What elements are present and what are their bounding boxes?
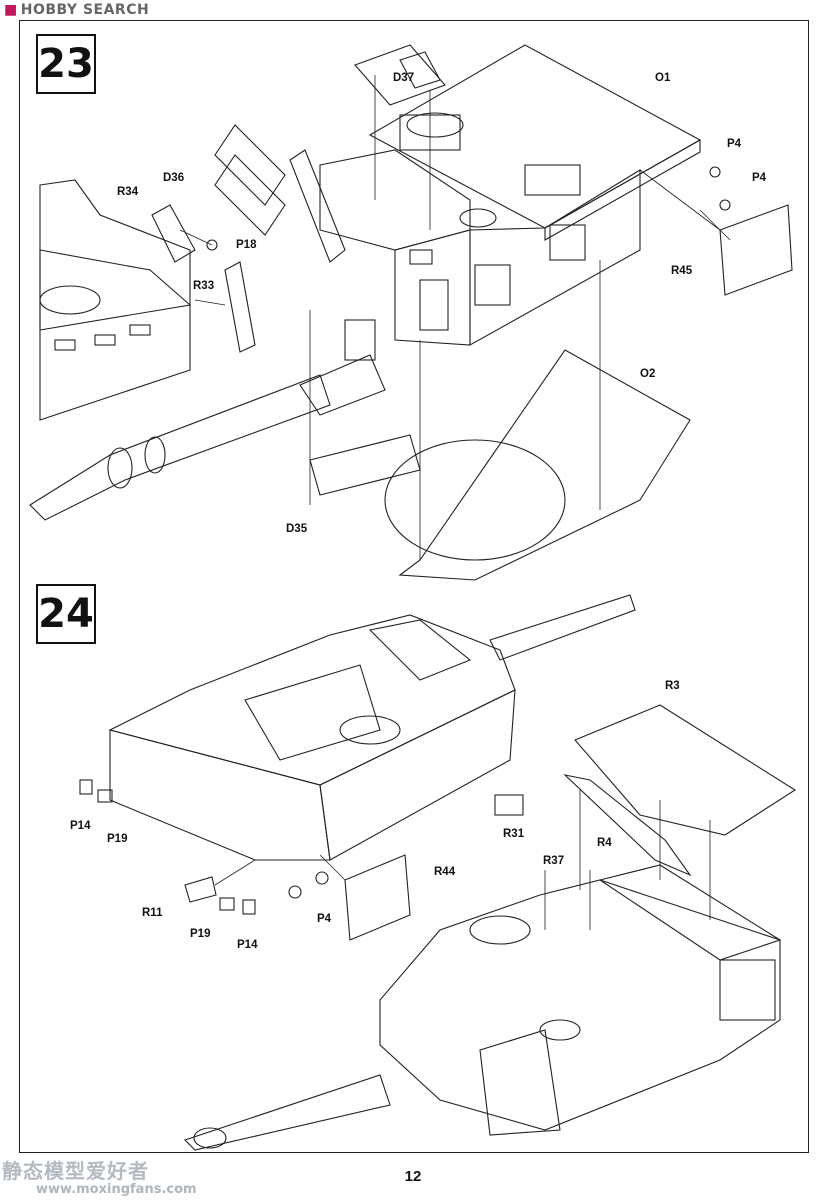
hobbysearch-logo: ■HOBBY SEARCH xyxy=(4,2,149,18)
part-d36-panels xyxy=(214,124,346,263)
part-r33 xyxy=(224,261,256,353)
label-p18: P18 xyxy=(236,239,257,251)
label-p19-bottom: P19 xyxy=(190,928,211,940)
label-p19-left: P19 xyxy=(107,833,128,845)
label-r11: R11 xyxy=(142,907,163,919)
part-d37-frame xyxy=(354,44,446,106)
label-p4: P4 xyxy=(317,913,332,925)
part-p19-a xyxy=(97,789,113,803)
part-p4-a xyxy=(709,166,721,178)
part-turret-assembled-bottom xyxy=(183,864,782,1151)
part-p14-b xyxy=(242,899,256,915)
part-o2-floor-plate xyxy=(309,349,691,581)
part-r34 xyxy=(151,204,196,263)
label-p14-bottom: P14 xyxy=(237,939,258,951)
watermark-url: www.moxingfans.com xyxy=(36,1182,197,1197)
logo-mark-icon: ■ xyxy=(4,2,18,18)
logo-brand: HOBBY xyxy=(20,2,78,18)
part-gun-barrel xyxy=(29,319,386,521)
step-24-badge: 24 xyxy=(36,584,96,644)
watermark-chinese: 静态模型爱好者 xyxy=(2,1159,149,1183)
label-r33: R33 xyxy=(193,280,215,292)
part-p4-d xyxy=(315,871,329,885)
label-o1: O1 xyxy=(655,72,671,84)
label-d35: D35 xyxy=(286,523,308,535)
part-p4-c xyxy=(288,885,302,899)
step24-leader-lines xyxy=(214,790,711,930)
logo-suffix: SEARCH xyxy=(82,2,150,18)
watermark: 静态模型爱好者 www.moxingfans.com xyxy=(2,1155,197,1197)
label-r3: R3 xyxy=(665,680,680,692)
part-turret-assembled-top xyxy=(108,594,636,861)
part-r45 xyxy=(719,204,793,296)
part-p4-b xyxy=(719,199,731,211)
part-r11 xyxy=(184,876,217,903)
label-p4-lower: P4 xyxy=(752,172,767,184)
label-r34: R34 xyxy=(117,186,139,198)
label-r31: R31 xyxy=(503,828,525,840)
label-p14-left: P14 xyxy=(70,820,91,832)
part-r31 xyxy=(494,794,524,816)
label-p4-upper: P4 xyxy=(727,138,742,150)
page-border xyxy=(19,20,809,1153)
label-d36: D36 xyxy=(163,172,185,184)
part-turret-body xyxy=(319,149,641,346)
part-r3 xyxy=(574,704,797,836)
step23-leader-lines xyxy=(179,75,731,560)
label-d37: D37 xyxy=(393,72,415,84)
part-r4 xyxy=(563,774,692,877)
label-r4: R4 xyxy=(597,837,612,849)
part-left-hull-section xyxy=(39,179,192,421)
part-o1-roof-plate xyxy=(368,44,702,241)
part-p18 xyxy=(206,239,218,251)
label-r37: R37 xyxy=(543,855,565,867)
part-p14-a xyxy=(79,779,93,795)
step-23-badge: 23 xyxy=(36,34,96,94)
page-number: 12 xyxy=(404,1168,422,1185)
label-o2: O2 xyxy=(640,368,656,380)
part-r44 xyxy=(344,854,411,941)
label-r44: R44 xyxy=(434,866,456,878)
label-r45: R45 xyxy=(671,265,693,277)
part-p19-b xyxy=(219,897,235,911)
